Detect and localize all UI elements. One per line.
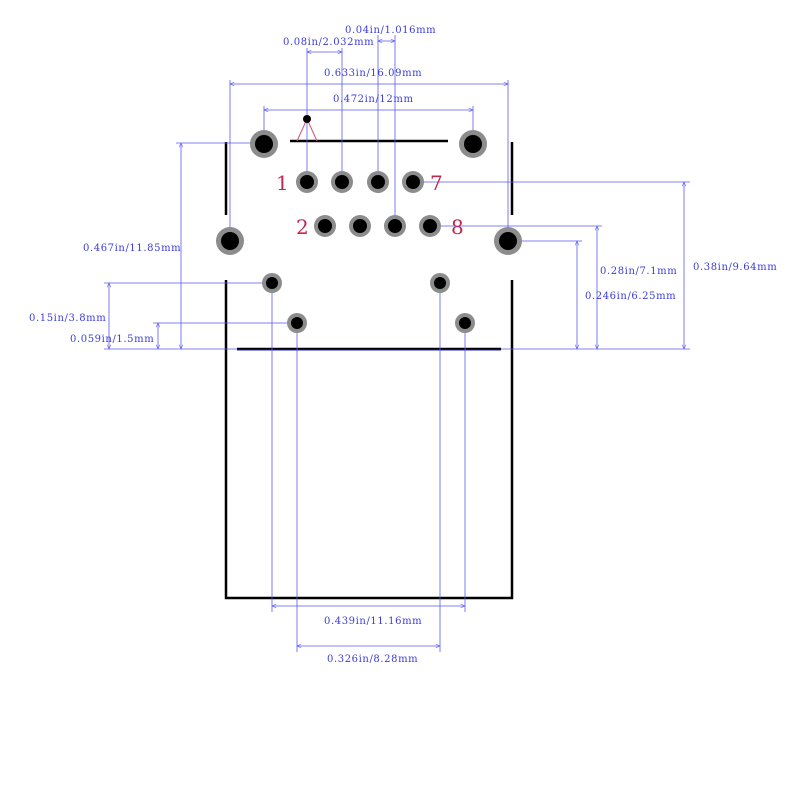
pad-5 xyxy=(367,171,389,193)
dim-text-0-472: 0.472in/12mm xyxy=(333,94,414,105)
pad-4 xyxy=(349,215,371,237)
dimension-lines xyxy=(104,35,690,652)
dim-text-0-38: 0.38in/9.64mm xyxy=(693,262,777,273)
pin-label-2: 2 xyxy=(296,215,309,239)
mount-pad-top-right xyxy=(459,130,487,158)
dim-text-0-439: 0.439in/11.16mm xyxy=(324,616,422,627)
pad-6 xyxy=(384,215,406,237)
mount-pad-mid-right xyxy=(494,227,522,255)
led-pad-lower-right xyxy=(455,313,475,333)
dim-text-0-633: 0.633in/16.09mm xyxy=(324,68,422,79)
pin-label-8: 8 xyxy=(451,215,464,239)
pad-2 xyxy=(314,215,336,237)
mount-pad-mid-left xyxy=(216,227,244,255)
pad-1 xyxy=(296,171,318,193)
mount-pad-top-left xyxy=(250,130,278,158)
pin1-marker xyxy=(296,115,318,142)
dim-text-0-08: 0.08in/2.032mm xyxy=(283,37,374,48)
pad-3 xyxy=(331,171,353,193)
pads xyxy=(216,130,522,333)
dim-text-0-467: 0.467in/11.85mm xyxy=(83,243,181,254)
dim-text-0-326: 0.326in/8.28mm xyxy=(327,654,418,665)
pin-label-7: 7 xyxy=(430,171,443,195)
led-pad-upper-left xyxy=(262,273,282,293)
dim-text-0-15: 0.15in/3.8mm xyxy=(29,313,106,324)
dim-text-0-04: 0.04in/1.016mm xyxy=(345,25,436,36)
pad-8 xyxy=(419,215,441,237)
pin-label-1: 1 xyxy=(276,171,289,195)
pad-7 xyxy=(402,171,424,193)
dim-text-0-246: 0.246in/6.25mm xyxy=(585,291,676,302)
outline-lower-body xyxy=(224,280,514,600)
led-pad-upper-right xyxy=(430,273,450,293)
pin1-dot xyxy=(303,115,311,123)
dim-text-0-059: 0.059in/1.5mm xyxy=(70,334,154,345)
body-outline xyxy=(224,139,514,600)
dim-text-0-28: 0.28in/7.1mm xyxy=(600,266,677,277)
led-pad-lower-left xyxy=(287,313,307,333)
